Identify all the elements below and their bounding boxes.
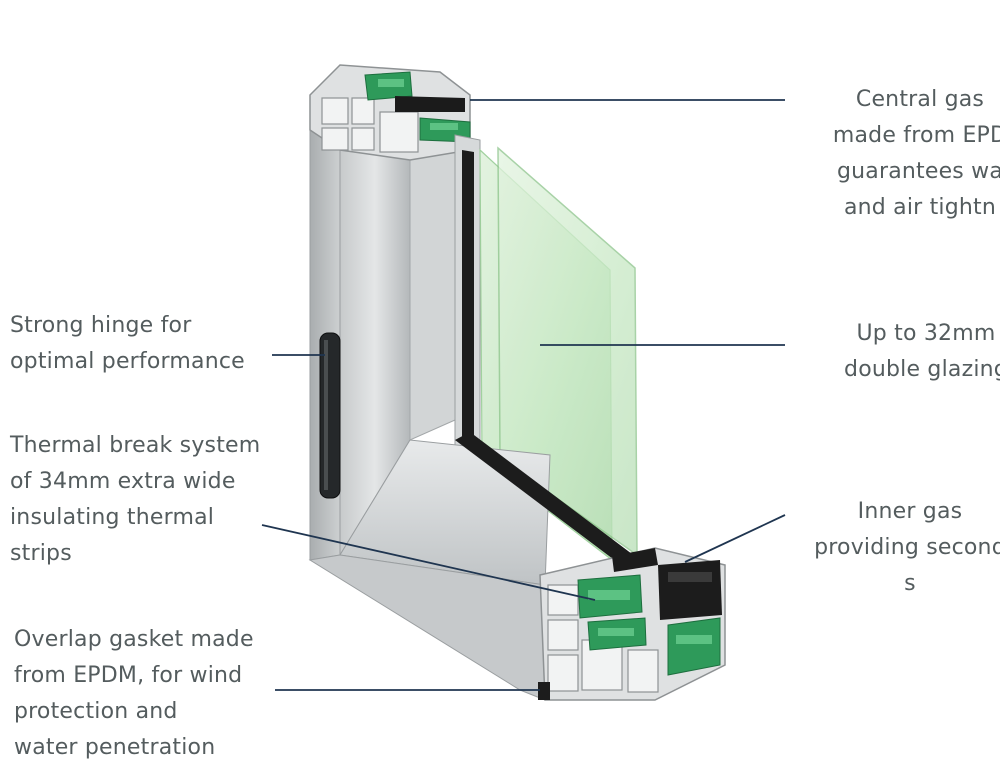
- label-thermal-break: Thermal break system of 34mm extra wide …: [10, 428, 300, 572]
- hinge: [320, 333, 340, 498]
- label-glazing: Up to 32mm double glazing: [826, 316, 1000, 388]
- bottom-profile-section: [538, 548, 725, 700]
- label-hinge: Strong hinge for optimal performance: [10, 308, 280, 380]
- sash-black-gasket: [462, 150, 474, 440]
- label-overlap-gasket: Overlap gasket made from EPDM, for wind …: [14, 622, 304, 766]
- overlap-gasket-black: [538, 682, 550, 700]
- label-central-gasket: Central gas made from EPD guarantees wa …: [820, 82, 1000, 226]
- inner-gasket-green: [668, 618, 720, 675]
- inner-gasket-black: [658, 560, 722, 620]
- top-profile-section: [310, 65, 470, 160]
- leader-inner-gasket: [685, 515, 785, 562]
- label-inner-gasket: Inner gas providing second s: [795, 494, 1000, 602]
